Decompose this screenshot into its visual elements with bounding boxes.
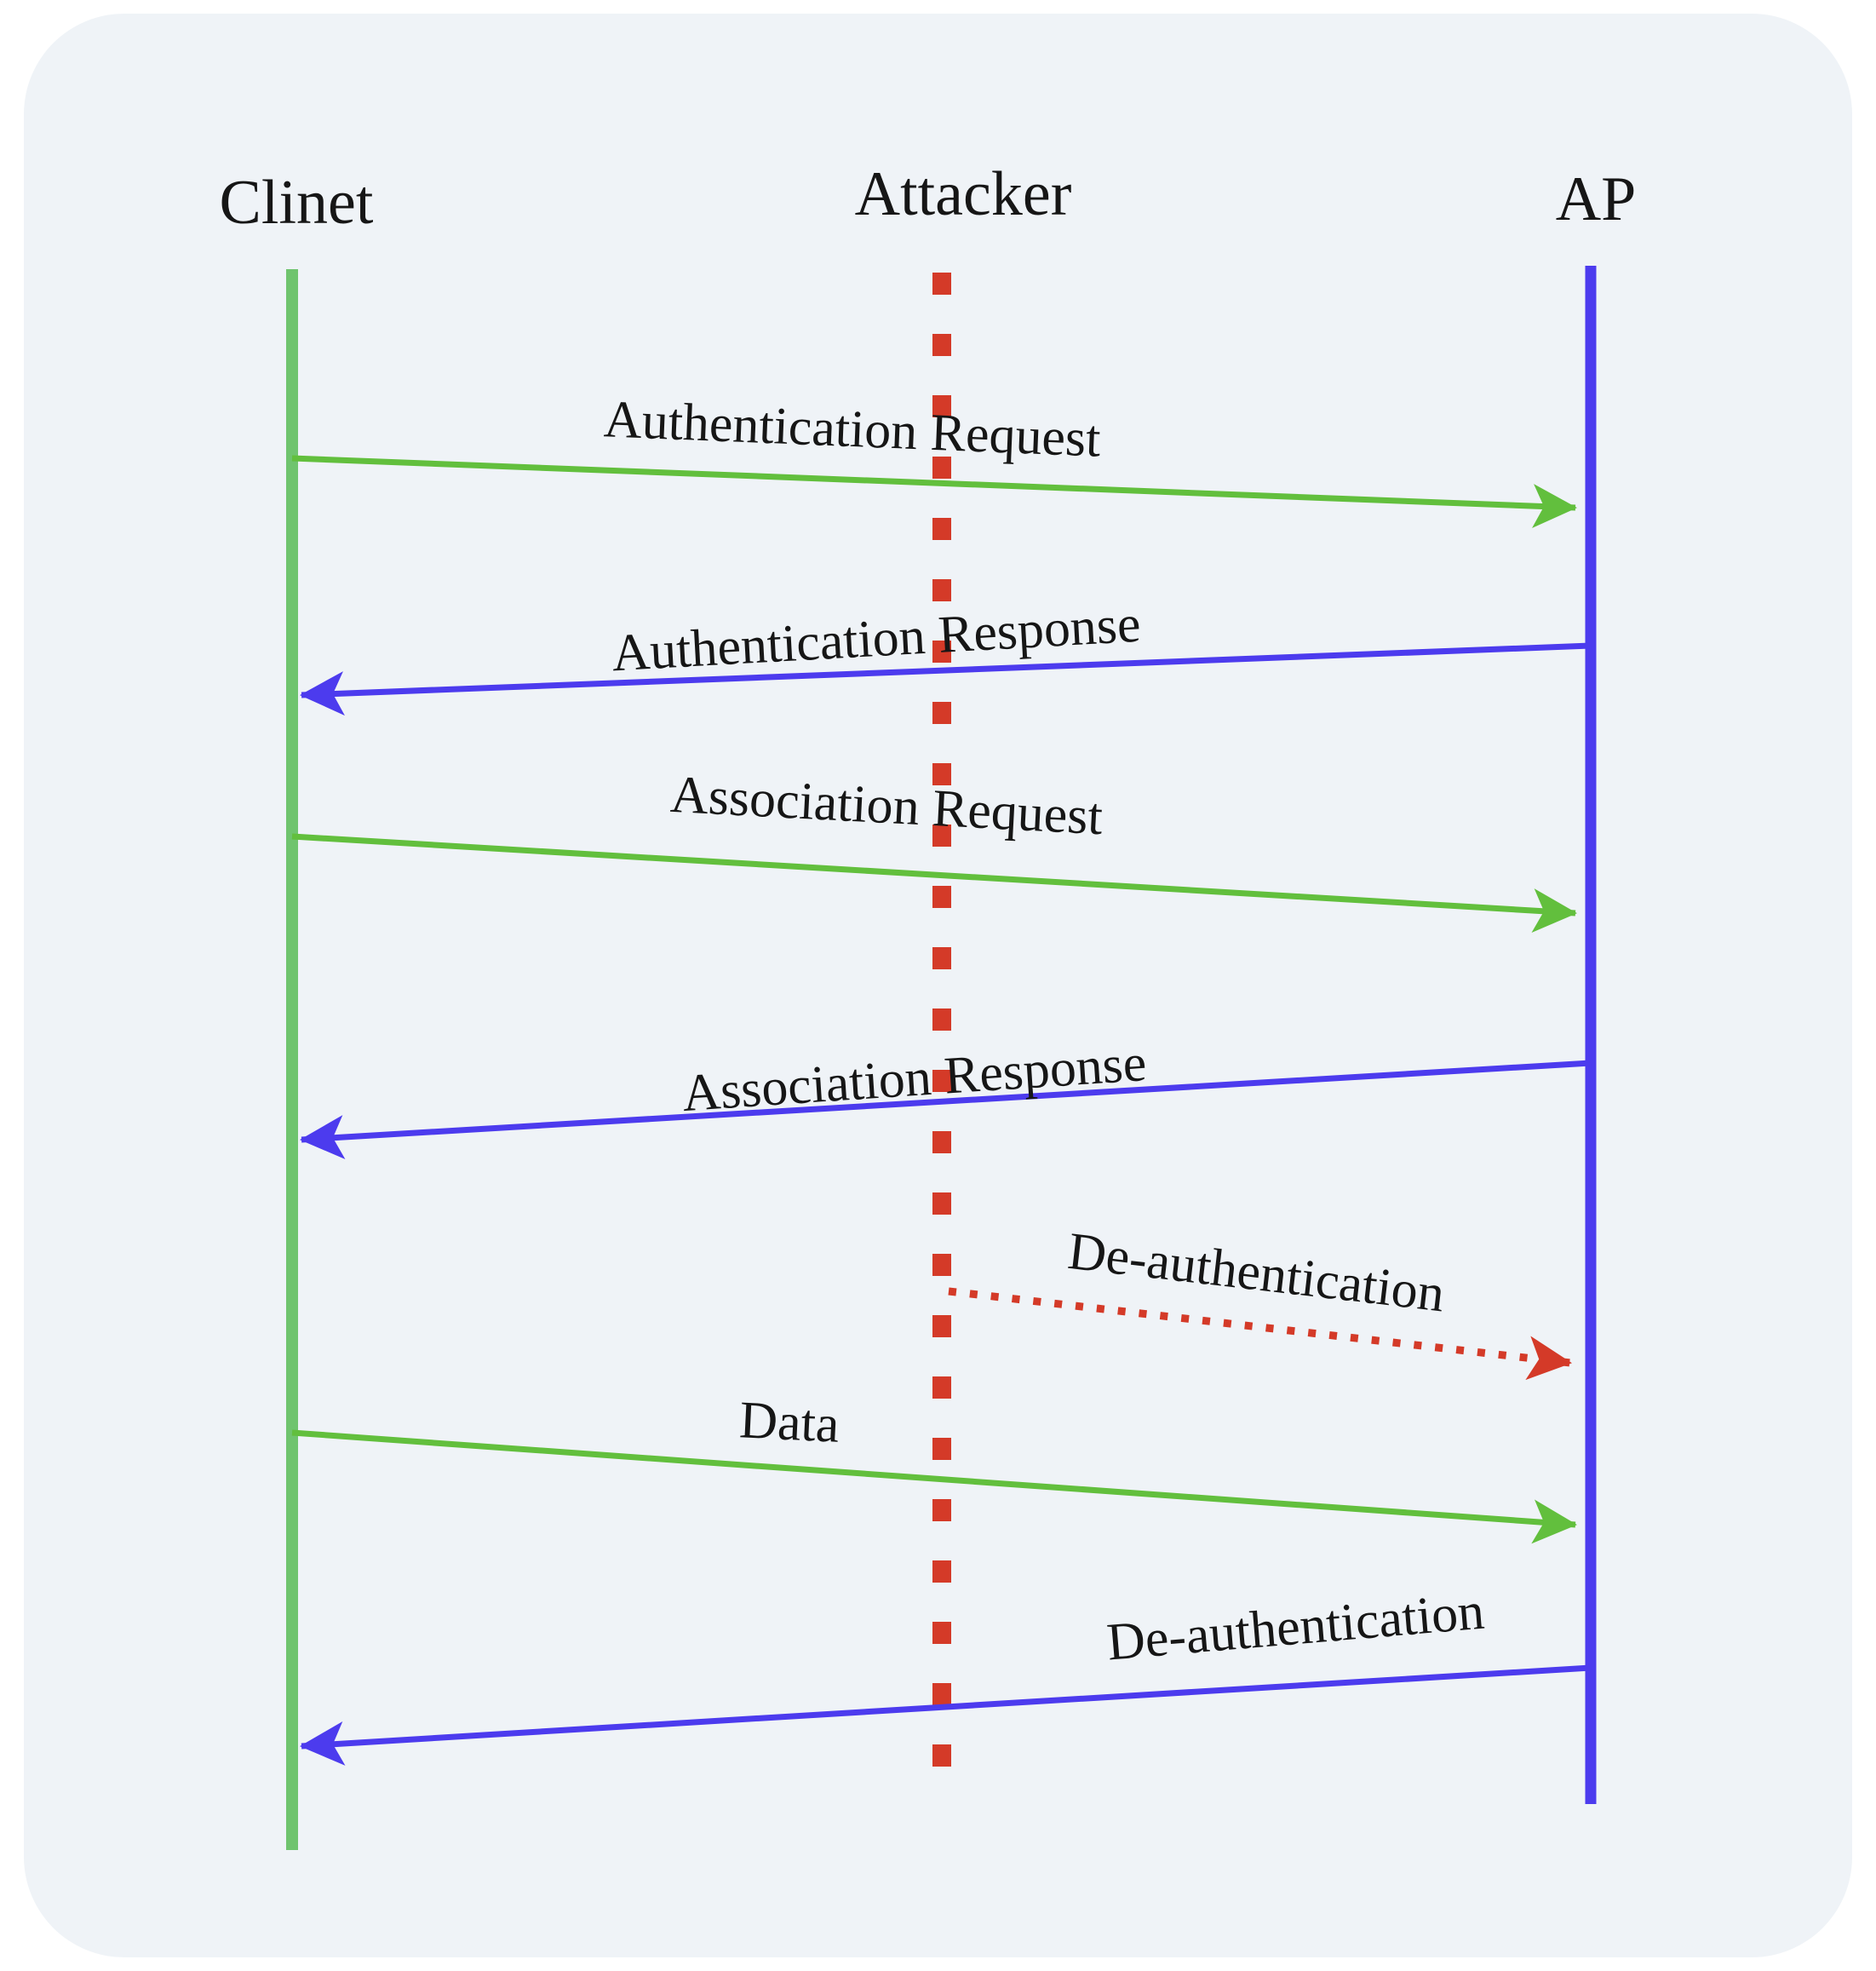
message-label-data: Data <box>738 1391 840 1454</box>
message-arrow-authentication-request <box>291 455 1577 529</box>
message-arrow-association-response <box>300 1060 1592 1159</box>
message-arrow-authentication-response <box>300 642 1592 716</box>
lifelines <box>286 266 1597 1850</box>
actor-label-ap: AP <box>1556 164 1637 234</box>
message-arrow-data <box>291 1429 1577 1544</box>
message-arrow-association-request <box>291 833 1577 933</box>
message-arrow-deauthentication-ap <box>300 1664 1592 1766</box>
actor-labels: Clinet Attacker AP <box>220 159 1637 238</box>
actor-label-attacker: Attacker <box>855 159 1072 229</box>
actor-label-client: Clinet <box>220 168 374 238</box>
